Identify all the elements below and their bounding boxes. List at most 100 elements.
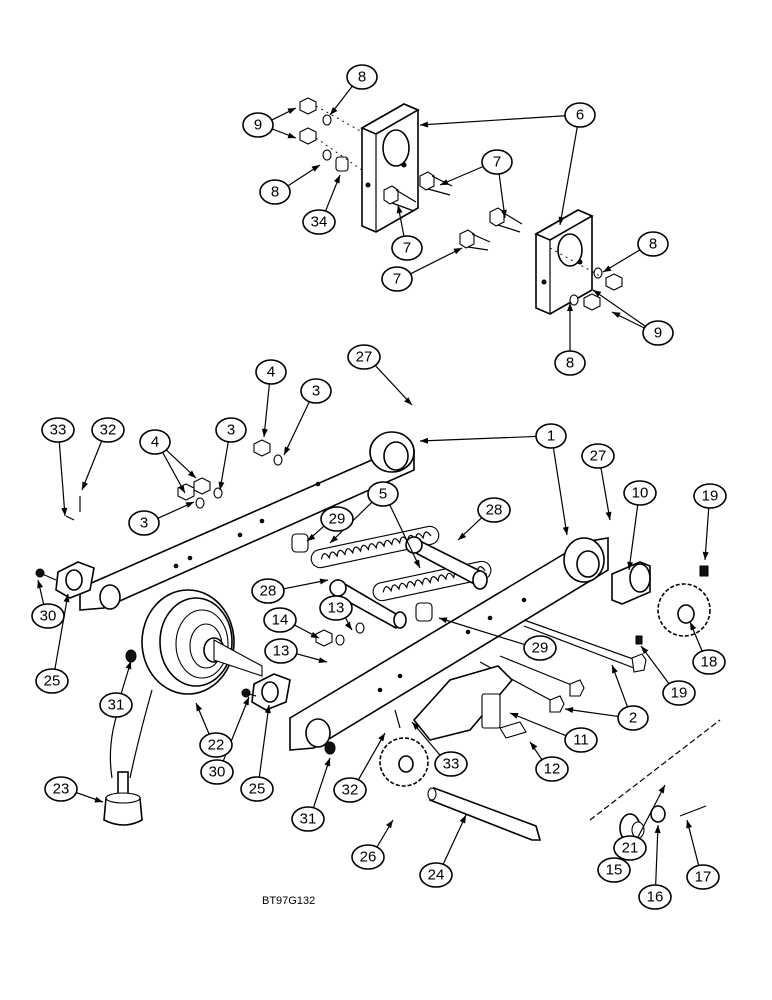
callout-label: 29 xyxy=(329,511,346,528)
callout-2: 2 xyxy=(617,705,649,731)
callout-18: 18 xyxy=(692,649,726,675)
callout-arrowhead xyxy=(333,175,340,184)
callout-label: 7 xyxy=(403,240,411,257)
callout-arrowhead xyxy=(284,446,291,455)
callout-arrowhead xyxy=(287,132,296,139)
callout-label: 25 xyxy=(249,781,266,798)
callout-arrowhead xyxy=(420,437,429,444)
callout-25: 25 xyxy=(240,776,274,802)
callout-label: 34 xyxy=(311,214,328,231)
callout-arrowhead xyxy=(567,303,573,311)
callout-label: 31 xyxy=(300,811,317,828)
idler-plate xyxy=(412,665,527,741)
callout-13: 13 xyxy=(264,638,298,664)
callout-11: 11 xyxy=(564,727,598,753)
callout-arrowhead xyxy=(510,713,519,719)
callout-arrowhead xyxy=(612,312,621,319)
drawing-code: BT97G132 xyxy=(262,895,315,907)
callout-arrowhead xyxy=(310,631,319,638)
callout-arrowhead xyxy=(287,108,296,115)
callout-label: 4 xyxy=(151,434,159,451)
frame-arm-left xyxy=(79,431,415,611)
callout-label: 10 xyxy=(632,485,649,502)
callout-label: 27 xyxy=(590,448,607,465)
callout-leader xyxy=(419,115,566,126)
callout-label: 3 xyxy=(312,383,320,400)
callout-7: 7 xyxy=(391,235,423,261)
callout-arrowhead xyxy=(658,785,665,794)
gauge-wheel xyxy=(141,589,263,695)
callout-leader xyxy=(628,504,639,571)
callout-29: 29 xyxy=(320,506,354,532)
callout-26: 26 xyxy=(351,844,385,870)
callout-8: 8 xyxy=(259,179,291,205)
callout-label: 23 xyxy=(53,781,70,798)
callout-19: 19 xyxy=(662,680,696,706)
callout-leader xyxy=(509,712,567,737)
callout-23: 23 xyxy=(44,776,78,802)
callout-8: 8 xyxy=(554,350,586,376)
hub-and-washer xyxy=(619,805,707,843)
callout-28: 28 xyxy=(251,578,285,604)
callout-arrowhead xyxy=(530,742,538,751)
callout-label: 8 xyxy=(271,184,279,201)
callout-label: 7 xyxy=(493,154,501,171)
callout-33: 33 xyxy=(41,417,75,443)
callout-leader xyxy=(54,593,69,670)
callout-arrowhead xyxy=(178,484,185,493)
callout-arrowhead xyxy=(264,705,271,714)
callout-arrowhead xyxy=(593,290,602,297)
callout-leader xyxy=(219,441,229,491)
callout-arrowhead xyxy=(686,820,693,829)
callout-label: 3 xyxy=(227,422,235,439)
callout-19: 19 xyxy=(693,483,727,509)
callout-leader xyxy=(283,401,310,456)
callout-label: 15 xyxy=(606,862,623,879)
callout-label: 25 xyxy=(44,673,61,690)
callout-label: 22 xyxy=(208,737,225,754)
callout-arrowhead xyxy=(605,511,612,520)
callout-30: 30 xyxy=(31,603,65,629)
callout-12: 12 xyxy=(535,756,569,782)
callout-3: 3 xyxy=(300,378,332,404)
callout-leader xyxy=(263,383,270,438)
callout-label: 1 xyxy=(547,428,555,445)
callout-arrowhead xyxy=(458,532,467,540)
callout-label: 17 xyxy=(695,869,712,886)
callout-16: 16 xyxy=(638,884,672,910)
callout-leader xyxy=(600,467,611,521)
callout-label: 9 xyxy=(254,117,262,134)
spacer-tubes xyxy=(291,533,488,629)
callout-arrowhead xyxy=(641,646,649,655)
callout-label: 27 xyxy=(356,349,373,366)
callout-3: 3 xyxy=(215,417,247,443)
callout-arrowhead xyxy=(404,397,412,405)
callout-arrowhead xyxy=(63,594,70,603)
callout-25: 25 xyxy=(35,668,69,694)
callout-leader xyxy=(564,708,619,718)
callout-leader xyxy=(312,757,331,808)
callout-arrowhead xyxy=(307,533,316,541)
callout-label: 33 xyxy=(50,422,67,439)
callout-arrowhead xyxy=(562,526,569,535)
callout-label: 2 xyxy=(629,710,637,727)
callout-arrowhead xyxy=(125,661,132,670)
callout-leader xyxy=(389,504,421,569)
callout-leader xyxy=(357,732,386,781)
callout-label: 13 xyxy=(328,600,345,617)
callout-arrowhead xyxy=(37,580,44,589)
callout-arrowhead xyxy=(440,179,449,185)
callout-label: 3 xyxy=(140,515,148,532)
upper-mounting-plate-right xyxy=(534,209,594,315)
callout-9: 9 xyxy=(642,320,674,346)
callout-15: 15 xyxy=(597,857,631,883)
callout-arrowhead xyxy=(702,551,709,560)
drive-sprocket xyxy=(611,561,711,645)
callout-31: 31 xyxy=(99,692,133,718)
callout-arrowhead xyxy=(378,733,385,742)
callout-7: 7 xyxy=(381,266,413,292)
callout-leader xyxy=(552,447,568,536)
callout-label: 32 xyxy=(342,782,359,799)
callout-label: 30 xyxy=(40,608,57,625)
